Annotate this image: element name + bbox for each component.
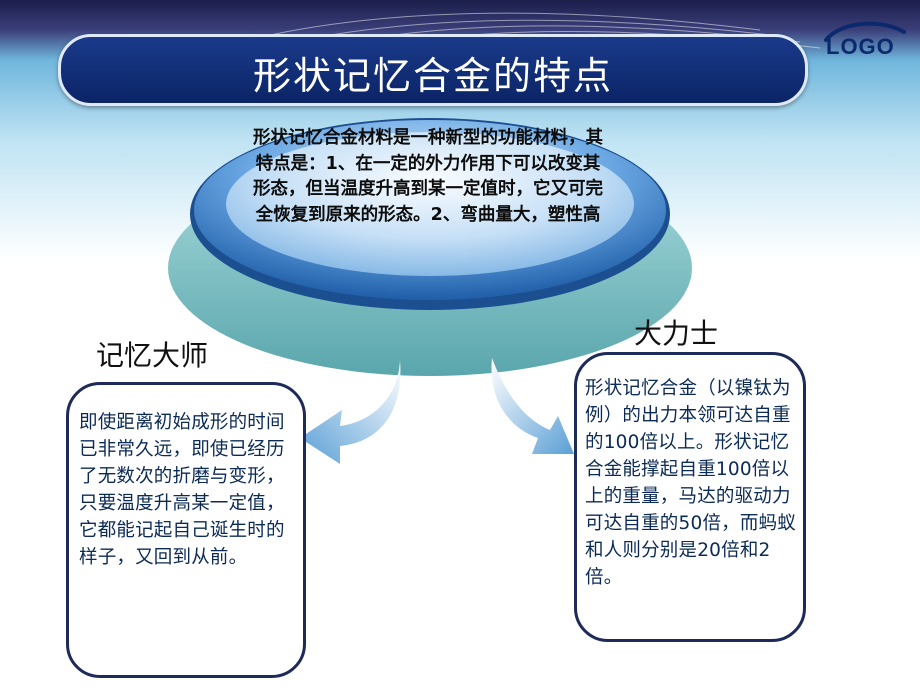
curved-arrow-left-icon [300,360,401,464]
central-disk [168,118,692,376]
center-description: 形状记忆合金材料是一种新型的功能材料，其特点是：1、在一定的外力作用下可以改变其… [253,128,603,225]
label-strongman: 大力士 [634,317,719,350]
memory-master-card: 即使距离初始成形的时间已非常久远，即使已经历了无数次的折磨与变形，只要温度升高某… [66,382,306,678]
logo-text: LOGO [826,34,895,59]
strongman-text: 形状记忆合金（以镍钛为例）的出力本领可达自重的100倍以上。形状记忆合金能撑起自… [585,378,796,588]
logo-arc-icon [824,21,906,42]
label-memory-master: 记忆大师 [96,339,209,372]
page-title: 形状记忆合金的特点 [252,54,613,98]
memory-master-text: 即使距离初始成形的时间已非常久远，即使已经历了无数次的折磨与变形，只要温度升高某… [79,412,285,568]
curved-arrow-right-icon [491,358,574,454]
strongman-card: 形状记忆合金（以镍钛为例）的出力本领可达自重的100倍以上。形状记忆合金能撑起自… [574,352,806,642]
title-bar: 形状记忆合金的特点 [58,34,808,106]
